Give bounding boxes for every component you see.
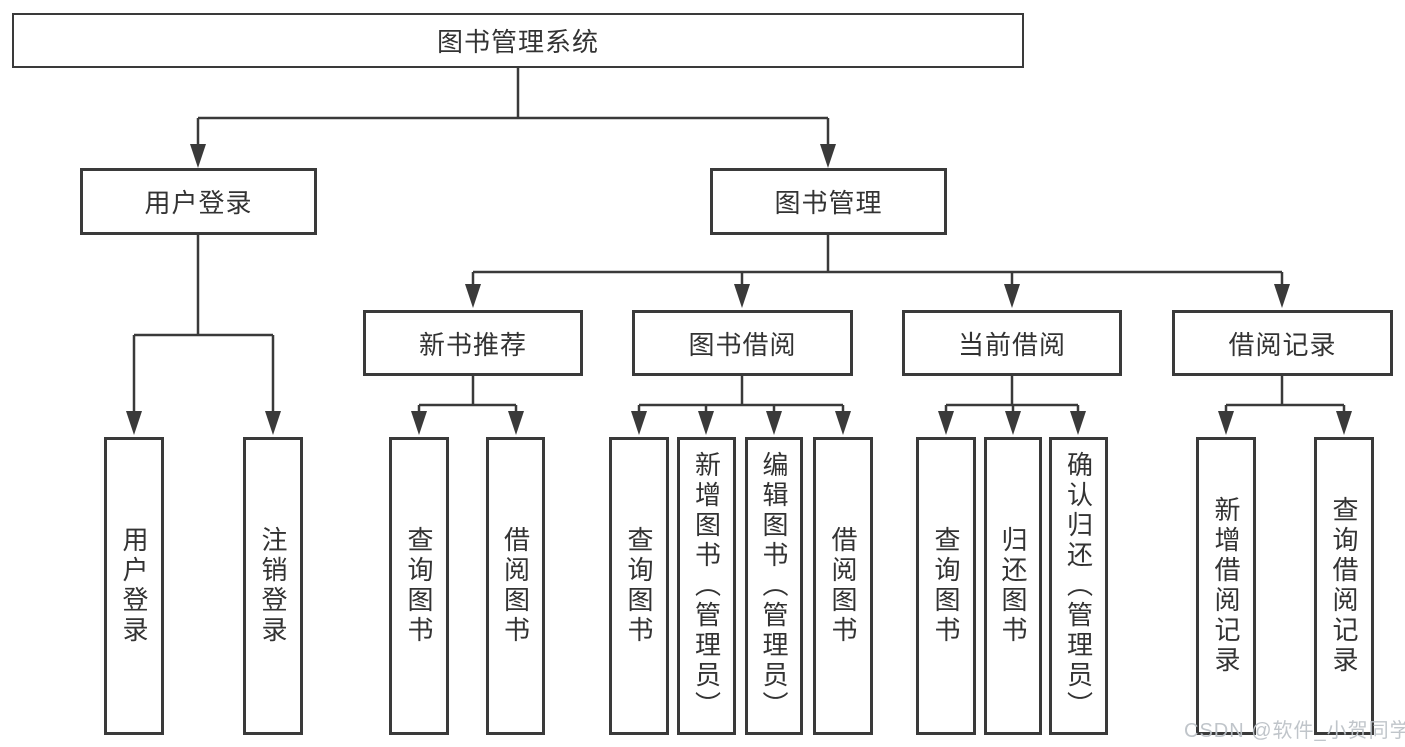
arrow-down-icon	[126, 411, 142, 435]
leaf-query-books-recommend: 查询图书	[389, 437, 449, 735]
arrow-down-icon	[631, 411, 647, 435]
leaf-return-books: 归还图书	[984, 437, 1042, 735]
leaf-add-borrow-record: 新增借阅记录	[1196, 437, 1256, 735]
node-book-borrowing: 图书借阅	[632, 310, 853, 376]
arrow-down-icon	[465, 284, 481, 308]
leaf-query-books-current: 查询图书	[916, 437, 976, 735]
leaf-add-books-admin: 新增图书（管理员）	[677, 437, 736, 735]
leaf-user-login-label: 用户登录	[119, 526, 149, 646]
arrow-down-icon	[820, 144, 836, 168]
leaf-query-books-borrowing: 查询图书	[609, 437, 669, 735]
leaf-borrow-books-borrowing: 借阅图书	[813, 437, 873, 735]
leaf-edit-books-admin-label: 编辑图书（管理员）	[759, 451, 789, 721]
arrow-down-icon	[1005, 411, 1021, 435]
node-new-book-recommendation-label: 新书推荐	[418, 329, 527, 360]
arrow-down-icon	[190, 144, 206, 168]
arrow-down-icon	[1218, 411, 1234, 435]
arrow-down-icon	[1274, 284, 1290, 308]
node-current-borrowing: 当前借阅	[902, 310, 1122, 376]
leaf-query-borrow-record: 查询借阅记录	[1314, 437, 1374, 735]
arrow-down-icon	[1336, 411, 1352, 435]
node-root: 图书管理系统	[12, 13, 1024, 68]
leaf-logout-label: 注销登录	[258, 526, 288, 646]
node-user-login-label: 用户登录	[144, 188, 253, 218]
arrow-down-icon	[734, 284, 750, 308]
leaf-query-books-borrowing-label: 查询图书	[624, 526, 654, 646]
arrow-down-icon	[1070, 411, 1086, 435]
leaf-borrow-books-recommend-label: 借阅图书	[500, 526, 531, 646]
node-borrowing-records: 借阅记录	[1172, 310, 1393, 376]
arrow-down-icon	[265, 411, 281, 435]
leaf-return-books-label: 归还图书	[998, 526, 1028, 646]
node-book-management-label: 图书管理	[774, 188, 883, 218]
leaf-confirm-return-admin: 确认归还（管理员）	[1049, 437, 1108, 735]
leaf-query-books-current-label: 查询图书	[931, 526, 961, 646]
leaf-query-borrow-record-label: 查询借阅记录	[1329, 496, 1359, 676]
arrow-down-icon	[508, 411, 524, 435]
node-new-book-recommendation: 新书推荐	[363, 310, 583, 376]
leaf-query-books-recommend-label: 查询图书	[404, 526, 434, 646]
leaf-add-borrow-record-label: 新增借阅记录	[1211, 496, 1241, 676]
node-book-management: 图书管理	[710, 168, 947, 235]
leaf-user-login: 用户登录	[104, 437, 164, 735]
node-current-borrowing-label: 当前借阅	[957, 329, 1066, 360]
arrow-down-icon	[766, 411, 782, 435]
arrow-down-icon	[938, 411, 954, 435]
node-user-login: 用户登录	[80, 168, 317, 235]
leaf-borrow-books-borrowing-label: 借阅图书	[828, 526, 858, 646]
node-book-borrowing-label: 图书借阅	[688, 329, 797, 360]
leaf-borrow-books-recommend: 借阅图书	[486, 437, 545, 735]
node-borrowing-records-label: 借阅记录	[1228, 329, 1337, 360]
leaf-confirm-return-admin-label: 确认归还（管理员）	[1063, 451, 1094, 721]
arrow-down-icons	[126, 144, 1352, 435]
arrow-down-icon	[698, 411, 714, 435]
arrow-down-icon	[835, 411, 851, 435]
leaf-logout: 注销登录	[243, 437, 303, 735]
connector-paths	[132, 68, 1346, 413]
leaf-add-books-admin-label: 新增图书（管理员）	[691, 451, 722, 721]
leaf-edit-books-admin: 编辑图书（管理员）	[745, 437, 803, 735]
arrow-down-icon	[1004, 284, 1020, 308]
watermark: CSDN @软件_小贺同学	[1184, 720, 1405, 742]
node-root-label: 图书管理系统	[436, 27, 599, 57]
arrow-down-icon	[411, 411, 427, 435]
